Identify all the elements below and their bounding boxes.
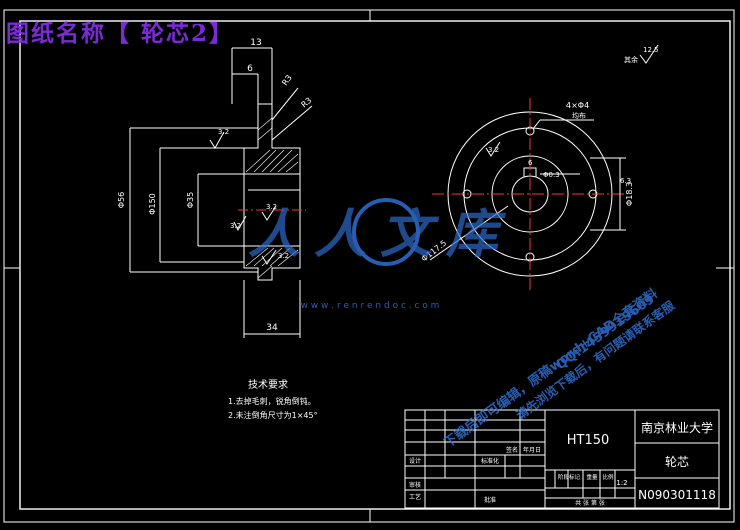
label-scale: 比例: [602, 473, 614, 481]
label-weight: 重量: [586, 473, 598, 481]
drawing-title-banner: 图纸名称【 轮芯2】: [6, 20, 235, 47]
watermark-logo-text: 人人文库: [248, 204, 512, 265]
label-process: 工艺: [409, 493, 421, 501]
dim-13: 13: [250, 38, 261, 48]
label-stage: 阶段标记: [558, 473, 581, 481]
label-approve: 批准: [484, 496, 496, 504]
section-view: [129, 47, 313, 338]
label-check: 审核: [409, 481, 421, 489]
notes-line-1: 1.去掉毛刺，锐角倒钝。: [228, 396, 316, 406]
ra-3-2-d: 3.2: [278, 252, 289, 260]
dim-width-34: 34: [266, 323, 278, 333]
label-sheets: 共 张 第 张: [575, 499, 605, 507]
rest-ra: 12.5: [643, 46, 659, 54]
label-sign: 签名: [506, 446, 518, 454]
inner-frame: [19, 20, 731, 510]
front-view: [429, 44, 659, 290]
dim-r3-b: R3: [300, 96, 314, 110]
watermark-url: w w w . r e n r e n d o c . c o m: [301, 301, 440, 311]
material: HT150: [567, 433, 610, 448]
watermark-promo-3: 请先浏览下载后，有问题请联系客服: [513, 297, 678, 423]
center-ra: Φ0.3: [543, 171, 560, 179]
dim-dia150: Φ150: [148, 193, 157, 215]
dim-dia35: Φ35: [186, 192, 195, 208]
dim-keyway: 6: [528, 159, 533, 167]
dim-holes: 4×Φ4: [566, 101, 589, 110]
notes-heading: 技术要求: [248, 378, 288, 391]
ra-3-2-a: 3.2: [218, 128, 229, 136]
part-name: 轮芯: [665, 455, 689, 469]
dim-6: 6: [247, 64, 253, 74]
label-design: 设计: [409, 457, 421, 465]
label-standard: 标准化: [481, 457, 499, 465]
dim-keyway2: 6.3: [620, 177, 631, 185]
watermark-logo-ring: [352, 198, 420, 266]
dim-holes-sub: 均布: [572, 111, 586, 120]
scale-ratio: 1:2: [616, 479, 627, 487]
dim-dia56: Φ56: [117, 192, 126, 208]
title-block: [404, 409, 720, 509]
notes-line-2: 2.未注倒角尺寸为1×45°: [228, 410, 318, 420]
dim-r3-a: R3: [280, 73, 293, 87]
ra-3-2-b: 3.2: [266, 203, 277, 211]
drawing-number: N090301118: [638, 488, 716, 502]
label-date: 年月日: [523, 446, 541, 454]
school-name: 南京林业大学: [641, 420, 713, 435]
ra-3-2-e: 3.2: [488, 146, 499, 154]
ra-3-2-c: 3.2: [230, 222, 241, 230]
dim-d18-3: Φ18.3: [625, 182, 634, 206]
rest-label: 其余: [624, 55, 638, 64]
outer-frame: [3, 9, 735, 523]
